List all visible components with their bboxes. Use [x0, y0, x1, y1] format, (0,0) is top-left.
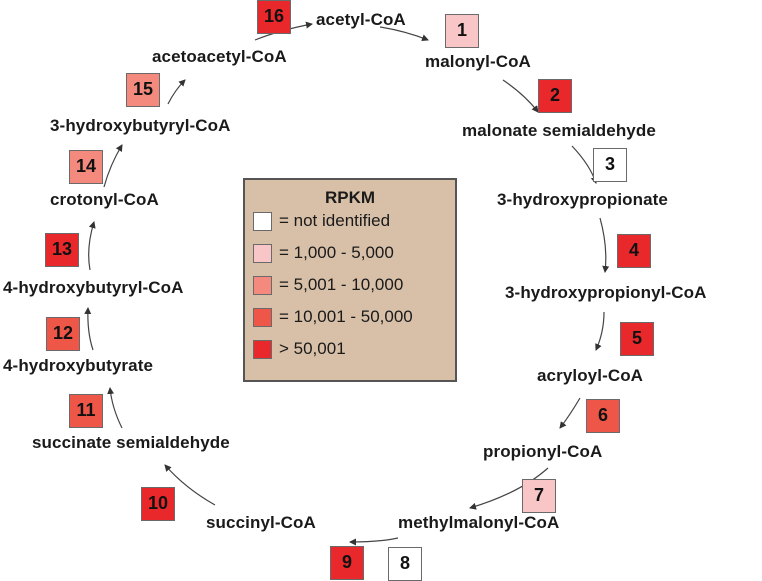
step-box-12: 12 — [46, 317, 80, 351]
rpkm-legend: RPKM = not identified = 1,000 - 5,000 = … — [243, 178, 457, 382]
legend-label: = not identified — [279, 211, 391, 230]
metabolite-4-hydroxybutyrate: 4-hydroxybutyrate — [3, 356, 154, 375]
arrow-propionylcoa-to-methylmalonylcoa — [469, 467, 549, 510]
metabolite-acetoacetyl-coa: acetoacetyl-CoA — [152, 47, 287, 66]
legend-label: > 50,001 — [279, 339, 346, 358]
metabolite-acryloyl-coa: acryloyl-CoA — [537, 366, 644, 385]
metabolite-3-hydroxypropionyl-coa: 3-hydroxypropionyl-CoA — [505, 283, 707, 302]
metabolite-malonyl-coa: malonyl-CoA — [425, 52, 531, 71]
metabolite-4-hydroxybutyryl-coa: 4-hydroxybutyryl-CoA — [3, 278, 184, 297]
arrow-hydroxybutyrate-to-hydroxybutyrylcoa — [84, 307, 94, 351]
step-box-11: 11 — [69, 394, 103, 428]
legend-swatch — [253, 340, 272, 359]
metabolite-acetyl-coa: acetyl-CoA — [316, 10, 406, 29]
legend-title: RPKM — [324, 188, 376, 207]
step-box-6: 6 — [586, 399, 620, 433]
step-box-10: 10 — [141, 487, 175, 521]
step-box-14: 14 — [69, 150, 103, 184]
step-box-15: 15 — [126, 73, 160, 107]
legend-swatch — [253, 244, 272, 263]
legend-swatch — [253, 276, 272, 295]
metabolite-methylmalonyl-coa: methylmalonyl-CoA — [398, 513, 560, 532]
arrow-hydroxybutyrylcoa3-to-acetoacetylcoa — [167, 79, 186, 105]
legend-swatch — [253, 212, 272, 231]
step-box-1: 1 — [445, 14, 479, 48]
arrow-crotonylcoa-to-hydroxybutyrylcoa3 — [103, 144, 123, 188]
arrow-succinatesemialdehyde-to-hydroxybutyrate — [107, 387, 123, 429]
step-box-8: 8 — [388, 547, 422, 581]
step-box-13: 13 — [45, 233, 79, 267]
step-box-3: 3 — [593, 148, 627, 182]
step-box-16: 16 — [257, 0, 291, 34]
arrow-hydroxypropionate-to-hydroxypropionylcoa — [599, 217, 610, 273]
arrow-hydroxypropionylcoa-to-acryloylcoa — [595, 311, 605, 351]
arrow-succinylcoa-to-succinatesemialdehyde — [164, 464, 216, 506]
legend-label: = 10,001 - 50,000 — [279, 307, 413, 326]
arrow-acryloylcoa-to-propionylcoa — [559, 397, 581, 429]
metabolite-propionyl-coa: propionyl-CoA — [483, 442, 603, 461]
legend-label: = 5,001 - 10,000 — [279, 275, 404, 294]
arrow-acetyl-to-malonyl — [379, 26, 429, 42]
step-box-4: 4 — [617, 234, 651, 268]
step-box-2: 2 — [538, 79, 572, 113]
metabolite-malonate-semialdehyde: malonate semialdehyde — [462, 121, 656, 140]
arrow-methylmalonylcoa-to-succinylcoa — [349, 537, 399, 546]
metabolite-succinyl-coa: succinyl-CoA — [206, 513, 316, 532]
metabolite-crotonyl-coa: crotonyl-CoA — [50, 190, 159, 209]
legend-label: = 1,000 - 5,000 — [279, 243, 394, 262]
metabolite-3-hydroxybutyryl-coa: 3-hydroxybutyryl-CoA — [50, 116, 231, 135]
metabolite-3-hydroxypropionate: 3-hydroxypropionate — [497, 190, 668, 209]
step-box-7: 7 — [522, 479, 556, 513]
metabolite-succinate-semialdehyde: succinate semialdehyde — [32, 433, 230, 452]
step-box-9: 9 — [330, 546, 364, 580]
arrow-hydroxybutyrylcoa-to-crotonylcoa — [88, 221, 96, 271]
arrow-malonyl-to-semialdehyde — [502, 79, 539, 113]
step-box-5: 5 — [620, 322, 654, 356]
legend-swatch — [253, 308, 272, 327]
